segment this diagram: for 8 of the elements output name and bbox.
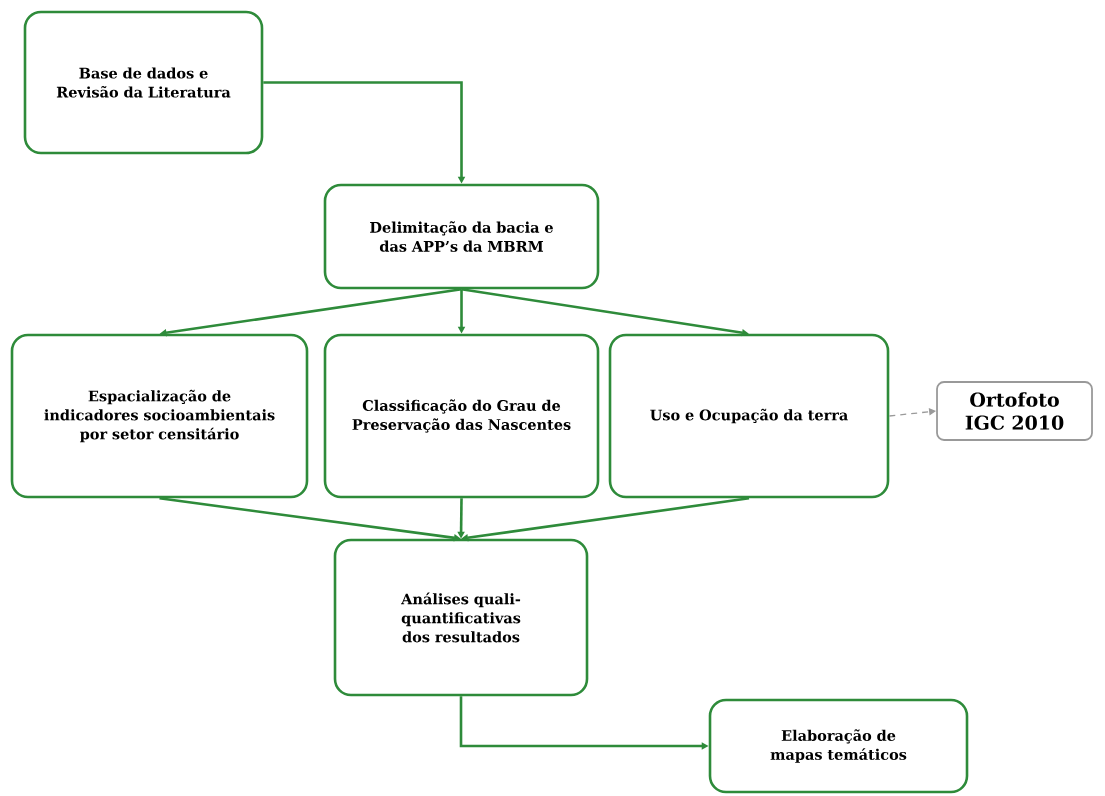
process-box: Análises quali-quantificativas dos resultados [333,538,589,697]
process-box: Classificação do Grau de Preservação das Nascentes [323,333,600,499]
process-box: Espacialização de indicadores socioambientais por setor censitário [10,333,309,499]
process-box: Uso e Ocupação da terra [608,333,890,499]
process-box: Elaboração de mapas temáticos [708,698,969,794]
source-box: Ortofoto IGC 2010 [936,381,1093,441]
process-box: Delimitação da bacia e das APP’s da MBRM [323,183,600,290]
process-box: Base de dados e Revisão da Literatura [23,10,264,155]
